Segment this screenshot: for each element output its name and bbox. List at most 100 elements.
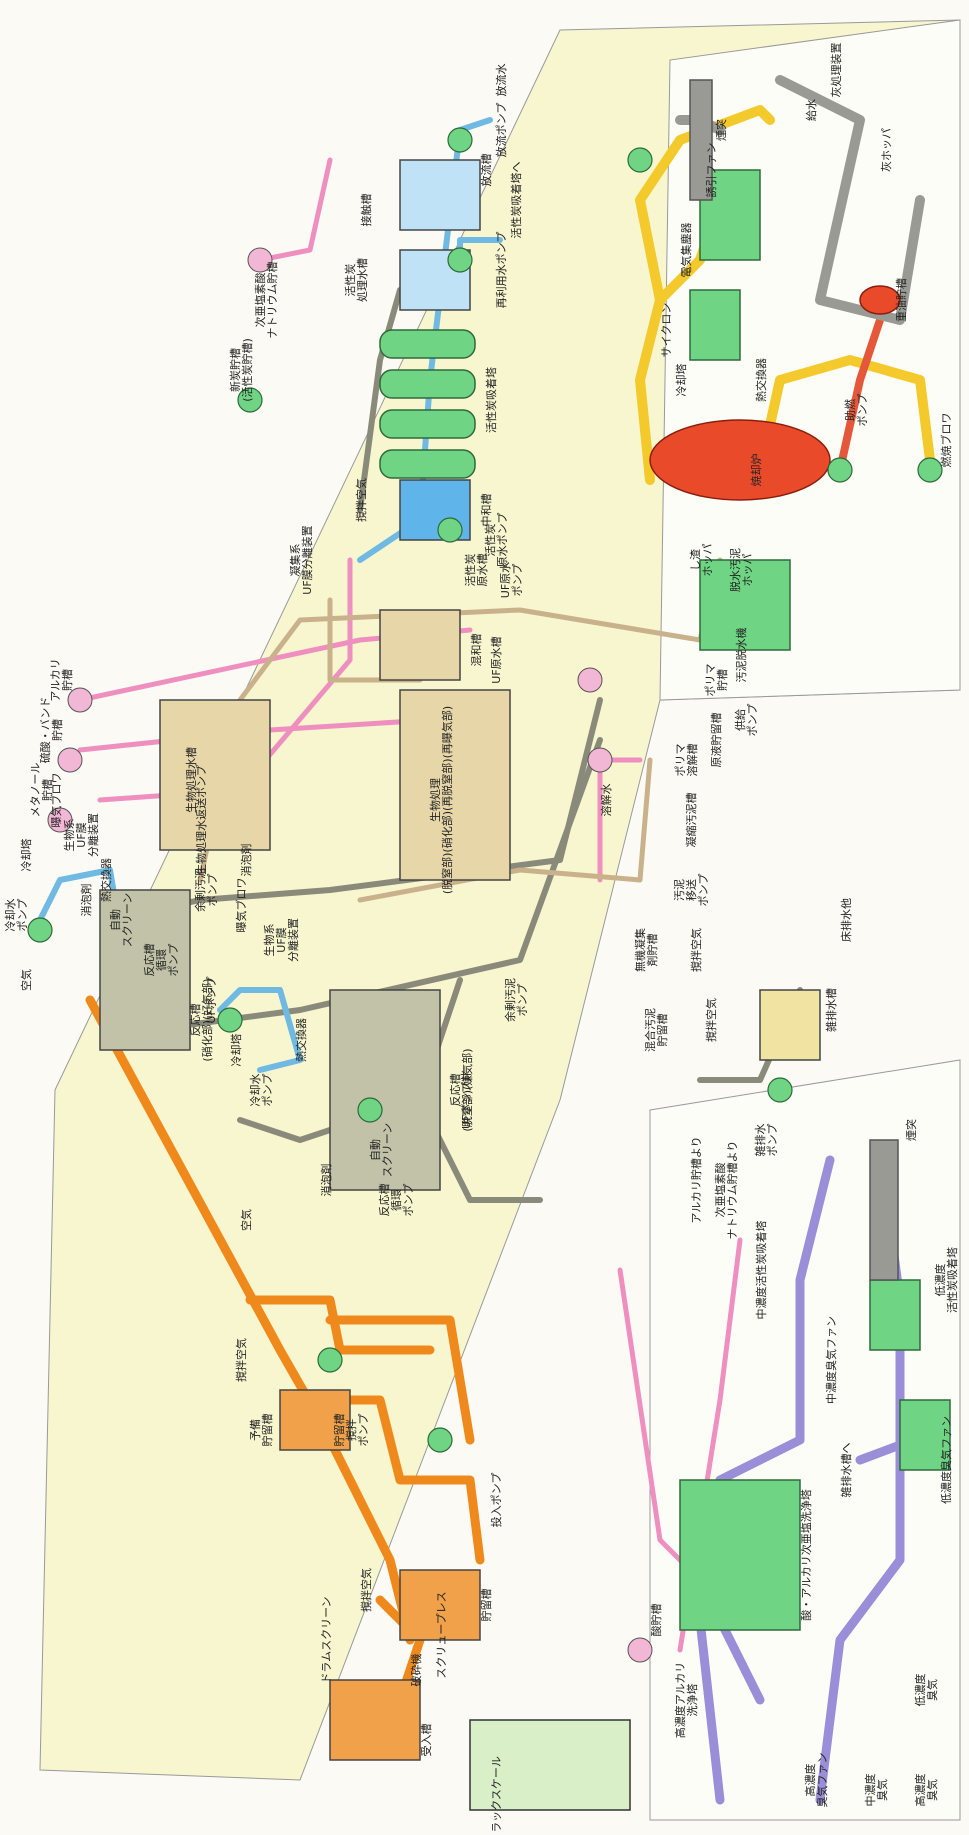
label-acid-tank: 酸貯槽 [649,1604,663,1637]
label-cooling-tower: 冷却塔 [20,839,33,872]
pump-10 [918,458,942,482]
label-air-2: 空気 [239,1209,253,1231]
incinerator-shape [650,420,830,500]
label-discharge-water: 放流水 [494,64,508,97]
acid-tank-shape [628,1638,652,1662]
label-dissolve-water: 溶解水 [599,784,613,817]
label-contact-tank: 接触槽 [359,194,373,227]
label-combustion-blower: 燃焼ブロワ [939,413,953,468]
pump-8 [768,1078,792,1102]
pump-5 [438,518,462,542]
pump-12 [28,918,52,942]
label-antifoam: 消泡剤 [79,884,93,917]
label-dewatered-hopper: 脱水汚泥ホッパ [728,548,754,592]
label-floor-drain: 床排水他 [839,898,853,942]
pump-11 [628,148,652,172]
chem-pipe-4 [260,160,330,260]
label-heat-exchanger: 熱交換器 [99,858,113,902]
label-uf-pump: UFポンプ [205,976,218,1023]
ac-tower-2 [380,370,475,398]
label-crusher: 破砕機 [409,1654,423,1687]
label-bio-return-pump: 生物処理水返送ポンプ [194,765,208,875]
label-drum-screen: ドラムスクリーン [320,1596,333,1683]
label-cooling-water-pump-2: 冷却水ポンプ [249,1074,274,1107]
label-heavy-oil: 重油貯槽 [894,278,908,322]
label-water-supply: 給水 [804,99,818,121]
label-screw-press: スクリュープレス [435,1591,448,1678]
label-uf-pump-well: UFポンプ井 [459,1071,473,1129]
label-dewaterer: 汚泥脱水機 [734,628,748,683]
bio-process-tank-shape [400,690,510,880]
label-from-alkali: アルカリ貯槽より [690,1136,703,1223]
contact-tank-shape [400,160,480,230]
sulfuric-tank [58,748,82,772]
polymer-dissolve-tank [588,748,612,772]
heavy-oil-shape [860,286,900,314]
ac-tower-3 [380,410,475,438]
label-ac-treated: 活性炭処理水槽 [343,258,369,302]
bio-treatment-tank-shape [160,700,270,850]
label-feed-pump: 供給ポンプ [733,704,759,737]
label-input-pump: 投入ポンプ [489,1473,503,1528]
label-receiving-tank: 受入槽 [420,1724,433,1757]
label-ash-treatment: 灰処理装置 [829,43,843,98]
label-coag-uf: 凝集系UF膜分離装置 [288,525,314,594]
label-aeration-blower-2: 曝気ブロワ [234,878,248,933]
label-mixing-tank: 混和槽 [470,634,483,667]
label-low-fan: 低濃度臭気ファン [939,1416,953,1504]
label-bio-uf: 生物系UF膜分離装置 [62,813,100,857]
label-stir-air-3: 撹拌空気 [354,478,368,522]
label-stir-air-5: 撹拌空気 [704,998,718,1042]
label-air: 空気 [19,969,33,991]
pump-2 [318,1348,342,1372]
scrubber-shape [680,1480,800,1630]
pump-6 [448,248,472,272]
label-mixed-sludge: 混合汚泥貯留槽 [643,1008,669,1052]
label-truck-scale: トラックスケール [490,1756,503,1831]
label-sludge-feed-pump: 汚泥移送ポンプ [673,874,710,907]
label-chimney: 煙突 [904,1119,918,1141]
label-cooling-tower-2: 冷却塔 [230,1034,243,1067]
label-stir-air-4: 撹拌空気 [689,928,703,972]
label-neutralization: 中和槽 [480,494,493,527]
drain-tank-shape [760,990,820,1060]
mixing-tank-shape [380,610,460,680]
label-drain-tank: 雑排水槽 [824,988,838,1032]
label-ac-raw-tank: 活性炭原水槽 [463,554,489,587]
receiving-tank-shape [330,1680,420,1760]
chimney-shape [870,1140,898,1280]
label-hypochlorite: 次亜塩素酸ナトリウム貯槽 [253,262,279,339]
label-thickener: 凝縮汚泥槽 [684,793,698,848]
label-induced-fan: 誘引ファン [704,143,718,198]
label-mid-fan: 中濃度臭気ファン [824,1316,838,1404]
label-antifoam-3: 消泡剤 [239,844,253,877]
label-inorganic-coag: 無機凝集剤貯槽 [633,928,659,972]
pump-4 [358,1098,382,1122]
label-heat-exchanger-2: 熱交換器 [294,1018,308,1062]
ac-tower-1 [380,330,475,358]
polymer-tank [578,668,602,692]
label-excess-sludge-pump-2: 余剰汚泥ポンプ [503,978,529,1022]
label-new-carbon: 新炭貯槽(活性炭貯槽) [228,338,254,402]
label-antifoam-2: 消泡剤 [319,1164,333,1197]
label-raw-sludge: 原液貯留槽 [709,713,723,768]
label-stir-air-1: 撹拌空気 [234,1338,248,1382]
label-uf-raw-water: UF原水槽 [490,636,503,683]
label-cooling-water-pump: 冷却水ポンプ [4,899,29,932]
pump-3 [218,1008,242,1032]
pump-9 [828,458,852,482]
pump-7 [448,128,472,152]
label-stack: 煙突 [714,119,728,141]
ac-tower-4 [380,450,475,478]
label-storage-tank: 貯留槽 [480,1589,493,1622]
cyclone-shape [690,290,740,360]
mid-deodor-shape [870,1280,920,1350]
label-to-drain: 雑排水槽へ [839,1443,853,1498]
label-heat-exchanger-3: 熱交換器 [754,358,768,402]
label-ac-tower: 活性炭吸着塔 [484,367,498,433]
label-acid-alkali-scrubber: 酸・アルカリ次亜塩洗浄塔 [799,1489,813,1621]
label-to-ac-tower: 活性炭吸着塔へ [509,162,523,239]
label-cyclone: サイクロン [660,303,673,358]
label-discharge-tank: 放流槽 [479,154,493,187]
